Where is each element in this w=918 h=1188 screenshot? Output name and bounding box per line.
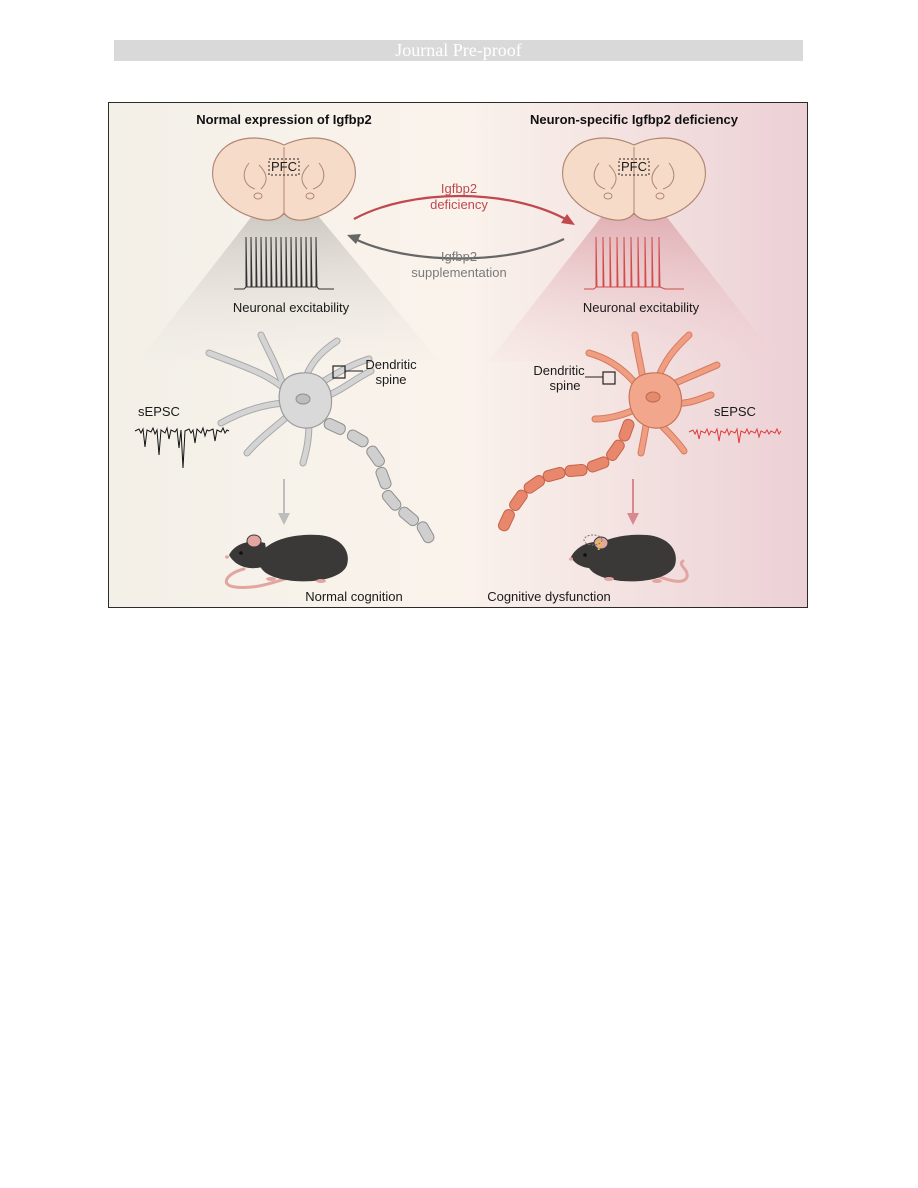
right-zoom-cone [489,175,779,361]
right-pfc-box [618,158,650,176]
deficiency-label-line2: deficiency [430,197,488,212]
left-spine-label-line1: Dendritic [365,357,417,372]
right-brain-section: PFC [562,137,706,221]
right-excitability-label: Neuronal excitability [583,300,700,315]
left-down-arrow [278,479,290,525]
right-axon [497,418,635,532]
supplementation-arrow [347,234,565,260]
figure-canvas: Normal expression of Igfbp2 Neuron-speci… [109,103,807,607]
right-sepsc-label: sEPSC [714,404,756,419]
left-spine-label-line2: spine [375,372,406,387]
left-outcome-label: Normal cognition [305,589,403,604]
graphical-abstract-figure: Normal expression of Igfbp2 Neuron-speci… [108,102,808,608]
right-sepsc-trace [688,427,782,444]
journal-preproof-banner: Journal Pre-proof [114,40,803,61]
supplementation-label-line2: supplementation [411,265,506,280]
right-mouse-illustration [569,534,689,583]
left-mouse-illustration [224,534,348,590]
right-pfc-label: PFC [621,159,647,174]
supplementation-label-line1: Igfbp2 [441,249,477,264]
deficiency-arrow [353,194,575,225]
left-axon [323,417,435,544]
left-pfc-label: PFC [271,159,297,174]
right-spike-train [584,236,684,290]
right-spine-box [602,371,616,385]
left-neuron [205,331,375,467]
left-spike-train [234,236,334,290]
right-down-arrow [627,479,639,525]
left-pfc-box [268,158,300,176]
right-outcome-label: Cognitive dysfunction [487,589,611,604]
right-panel-title: Neuron-specific Igfbp2 deficiency [530,112,739,127]
left-brain-section: PFC [212,137,356,221]
deficiency-label-line1: Igfbp2 [441,181,477,196]
left-spine-box [332,365,346,379]
left-sepsc-trace [134,426,230,469]
right-spine-label-line1: Dendritic [533,363,585,378]
right-spine-label-line2: spine [549,378,580,393]
left-zoom-cone [139,175,439,361]
confusion-question-mark: ? [595,538,603,553]
left-sepsc-label: sEPSC [138,404,180,419]
left-panel-title: Normal expression of Igfbp2 [196,112,372,127]
left-excitability-label: Neuronal excitability [233,300,350,315]
right-neuron [585,331,721,457]
